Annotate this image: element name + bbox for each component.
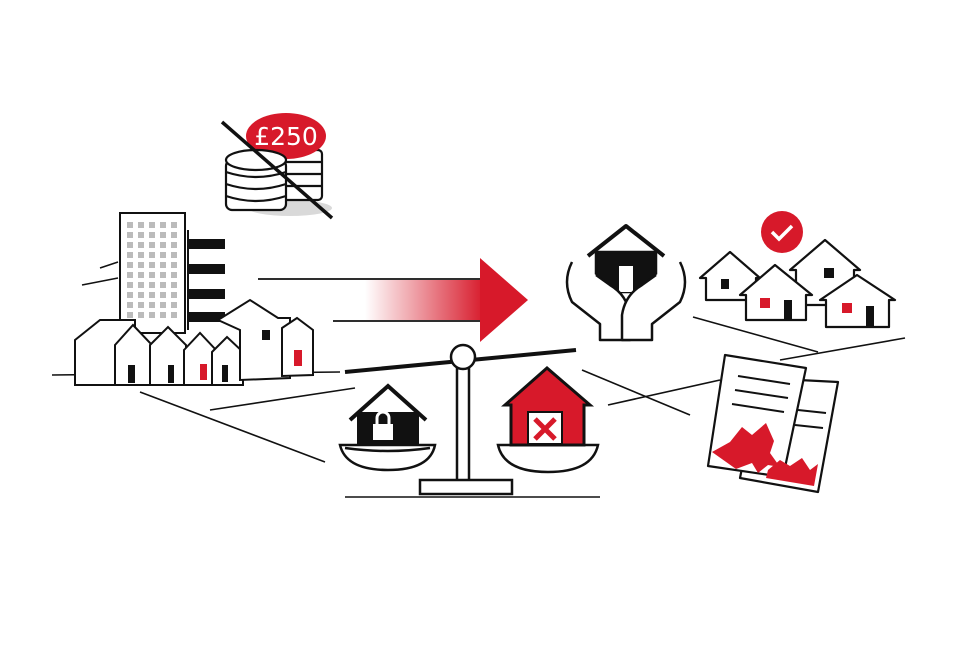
rejected-house-icon (501, 366, 595, 447)
tower-window (127, 282, 133, 288)
tower-window (127, 222, 133, 228)
tower-window (171, 292, 177, 298)
red-arrow-icon (258, 258, 528, 342)
tower-window (127, 262, 133, 268)
tower-window (149, 312, 155, 318)
tower-window (160, 312, 166, 318)
tower-window (138, 262, 144, 268)
tower-window (171, 312, 177, 318)
tower-window (127, 312, 133, 318)
tower-window (127, 252, 133, 258)
balance-scale-icon (338, 343, 600, 496)
torn-documents-icon (706, 353, 840, 494)
tower-window (160, 292, 166, 298)
tower-window (138, 252, 144, 258)
locked-house-icon (348, 383, 428, 445)
tower-window (138, 242, 144, 248)
tower-window (138, 312, 144, 318)
tower-window (171, 242, 177, 248)
tower-window (149, 272, 155, 278)
tower-window (138, 222, 144, 228)
check-badge-icon (761, 211, 803, 253)
tower-window (171, 252, 177, 258)
strike-through-line (220, 120, 334, 220)
tower-window (138, 282, 144, 288)
tower-window (138, 272, 144, 278)
tower-window (149, 302, 155, 308)
tower-window (149, 252, 155, 258)
tower-window (138, 302, 144, 308)
tower-window (160, 222, 166, 228)
price-badge-shape (246, 113, 326, 159)
tower-window (149, 222, 155, 228)
tower-window (160, 242, 166, 248)
tower-window (160, 302, 166, 308)
tower-window (160, 282, 166, 288)
tower-window (160, 252, 166, 258)
tower-window (127, 272, 133, 278)
tower-window (160, 272, 166, 278)
tower-window (127, 242, 133, 248)
tower-window (149, 242, 155, 248)
tower-window (171, 282, 177, 288)
tower-window (149, 262, 155, 268)
tower-window (127, 302, 133, 308)
tower-window (138, 292, 144, 298)
tower-window (171, 262, 177, 268)
housing-estate-icon (698, 238, 897, 329)
tower-window (127, 292, 133, 298)
tower-window (127, 232, 133, 238)
price-badge: £250 (254, 122, 318, 151)
tower-window (171, 272, 177, 278)
tower-window (138, 232, 144, 238)
tower-window (149, 292, 155, 298)
hands-holding-house-icon (565, 224, 687, 342)
tower-block-and-terraced-houses-icon (74, 212, 314, 386)
tower-window (171, 222, 177, 228)
tower-window (149, 232, 155, 238)
tower-window (149, 282, 155, 288)
tower-window (160, 232, 166, 238)
tower-window (171, 232, 177, 238)
tower-window (171, 302, 177, 308)
tower-window (160, 262, 166, 268)
coin-stack-struck-through-icon: £250 (220, 113, 334, 220)
